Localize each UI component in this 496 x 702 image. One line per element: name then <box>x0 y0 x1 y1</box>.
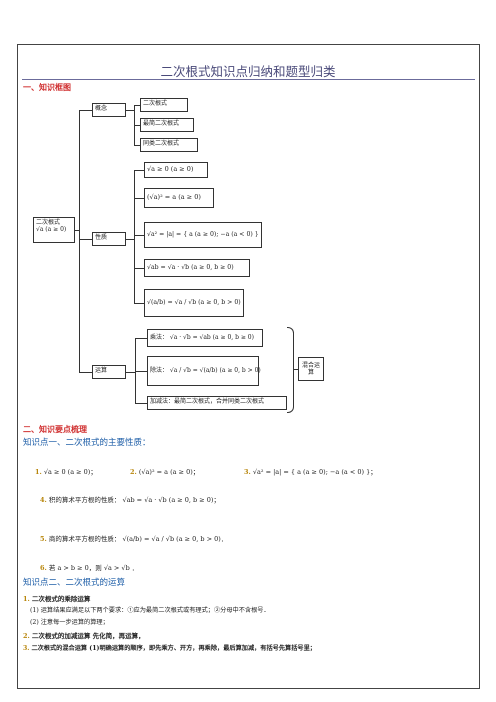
property-item: √a² = |a| = { a (a ≥ 0); −a (a < 0) } <box>144 222 262 248</box>
connector <box>135 371 147 372</box>
connector <box>134 145 140 146</box>
connector <box>79 372 92 373</box>
connector <box>134 268 144 269</box>
title-divider <box>22 79 475 80</box>
operation-line-2-text: 二次根式的加减运算 先化简，再运算， <box>31 632 145 640</box>
connector <box>126 372 136 373</box>
property-4: 4. 积的算术平方根的性质： √ab = √a · √b (a ≥ 0, b ≥… <box>40 494 220 504</box>
concept-item: 二次根式 <box>140 98 188 112</box>
property-5-text: 商的算术平方根的性质： √(a/b) = √a / √b (a ≥ 0, b >… <box>48 535 228 543</box>
item-number: 1. <box>35 468 42 476</box>
mixed-operation-box: 混合运算 <box>298 357 324 381</box>
property-6-text: 若 a > b ≥ 0，则 √a > √b ． <box>48 564 139 572</box>
item-number: 1. <box>23 595 30 603</box>
section-key-points: 二、知识要点梳理 <box>23 425 87 434</box>
concept-item: 同类二次根式 <box>140 138 198 152</box>
operation-item: 乘法： √a · √b = √ab (a ≥ 0, b ≥ 0) <box>147 329 263 347</box>
connector <box>293 369 298 370</box>
connector <box>79 239 92 240</box>
page-title: 二次根式知识点归纳和题型归类 <box>160 64 336 79</box>
page-frame <box>17 44 480 689</box>
connector <box>75 230 80 231</box>
property-item: √(a/b) = √a / √b (a ≥ 0, b > 0) <box>144 289 244 317</box>
property-2-text: (√a)² = a (a ≥ 0)； <box>138 468 200 476</box>
item-number: 6. <box>40 564 47 572</box>
property-item: √ab = √a · √b (a ≥ 0, b ≥ 0) <box>144 259 250 277</box>
property-item: √a ≥ 0 (a ≥ 0) <box>144 162 208 178</box>
property-5: 5. 商的算术平方根的性质： √(a/b) = √a / √b (a ≥ 0, … <box>40 533 227 543</box>
connector <box>134 198 144 199</box>
item-number: 3. <box>244 468 251 476</box>
operation-line-1-text: 二次根式的乘除运算 <box>31 595 91 603</box>
connector <box>134 125 140 126</box>
item-number: 3. <box>23 645 30 652</box>
connector <box>134 303 144 304</box>
operation-line-3-text: 二次根式的混合运算 (1)明确运算的顺序，即先乘方、开方，再乘除，最后算加减，有… <box>31 645 316 652</box>
root-box: 二次根式 √a (a ≥ 0) <box>33 217 75 243</box>
item-number: 2. <box>130 468 137 476</box>
connector <box>126 110 135 111</box>
property-box: 性质 <box>92 232 126 246</box>
root-label: 二次根式 <box>36 219 61 226</box>
operation-box: 运算 <box>92 365 126 379</box>
operation-item: 除法： √a / √b = √(a/b) (a ≥ 0, b > 0) <box>147 356 261 386</box>
concept-box: 概念 <box>92 103 126 117</box>
connector <box>134 170 135 304</box>
concept-item: 最简二次根式 <box>140 118 194 132</box>
section-knowledge-diagram: 一、知识框图 <box>23 83 71 92</box>
property-item: (√a)² = a (a ≥ 0) <box>144 188 214 208</box>
operation-line-2: 2. 二次根式的加减运算 先化简，再运算， <box>23 630 145 640</box>
point1-heading: 知识点一、二次根式的主要性质： <box>23 438 151 448</box>
connector <box>135 403 147 404</box>
operation-line-1b: (2) 注意每一步运算的算理； <box>30 619 109 626</box>
property-1: 1. √a ≥ 0 (a ≥ 0)； <box>35 466 97 476</box>
property-3-text: √a² = |a| = { a (a ≥ 0); −a (a < 0) }； <box>252 468 377 476</box>
property-3: 3. √a² = |a| = { a (a ≥ 0); −a (a < 0) }… <box>244 466 377 476</box>
connector <box>135 338 147 339</box>
item-number: 2. <box>23 632 30 640</box>
operation-line-3: 3. 二次根式的混合运算 (1)明确运算的顺序，即先乘方、开方，再乘除，最后算加… <box>23 643 316 652</box>
operation-item: 加减法：最简二次根式，合并同类二次根式 <box>147 396 287 410</box>
point2-heading: 知识点二、二次根式的运算 <box>23 578 126 588</box>
item-number: 4. <box>40 496 47 504</box>
property-4-text: 积的算术平方根的性质： √ab = √a · √b (a ≥ 0, b ≥ 0)… <box>48 496 220 504</box>
connector <box>126 239 135 240</box>
property-1-text: √a ≥ 0 (a ≥ 0)； <box>43 468 97 476</box>
connector <box>134 105 140 106</box>
property-6: 6. 若 a > b ≥ 0，则 √a > √b ． <box>40 562 138 572</box>
mixed-brace <box>287 327 294 413</box>
main-trunk <box>79 110 80 373</box>
item-number: 5. <box>40 535 47 543</box>
connector <box>79 110 92 111</box>
connector <box>134 235 144 236</box>
operation-line-1: 1. 二次根式的乘除运算 <box>23 593 90 603</box>
operation-line-1a: (1) 运算结果应满足以下两个要求：①应为最简二次根式或有理式；②分母中不含根号… <box>30 607 270 614</box>
root-formula: √a (a ≥ 0) <box>36 226 67 234</box>
property-2: 2. (√a)² = a (a ≥ 0)； <box>130 466 199 476</box>
connector <box>134 170 144 171</box>
